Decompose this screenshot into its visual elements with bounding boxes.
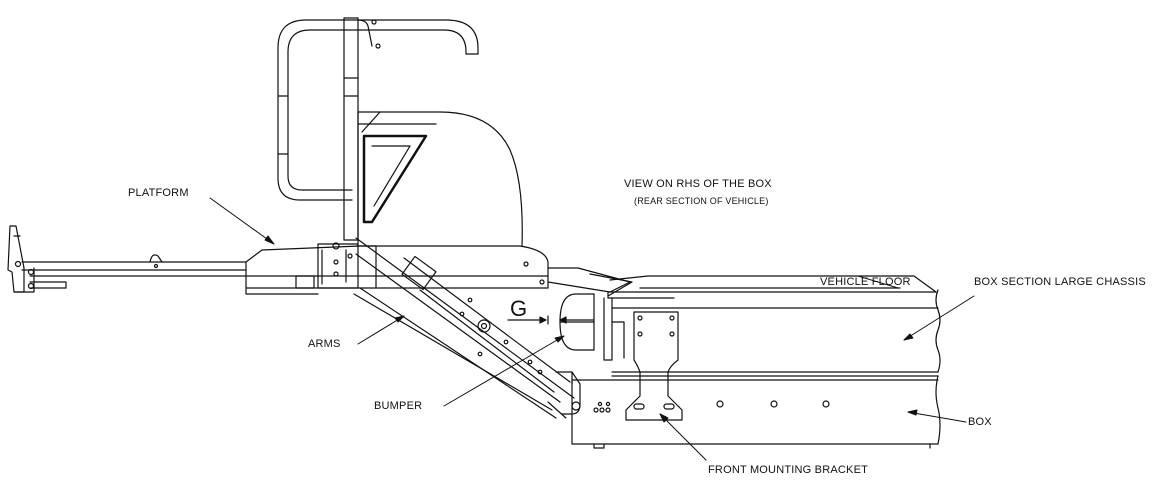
vehicle-floor (607, 275, 937, 299)
mount-plates (603, 297, 625, 361)
bumper-callout: BUMPER (374, 400, 423, 412)
arm-pivot-hook (547, 371, 581, 419)
ramp-flap (7, 225, 35, 293)
vehicle-floor-callout: VEHICLE FLOOR (820, 276, 911, 288)
arms-callout: ARMS (308, 338, 341, 350)
box (571, 375, 941, 449)
vertical-post (343, 17, 381, 241)
front-mounting-bracket (625, 311, 683, 421)
bridge-plate (547, 267, 675, 299)
grab-handle (277, 19, 479, 201)
box-section-chassis (611, 289, 941, 377)
view-title: VIEW ON RHS OF THE BOX (624, 178, 772, 190)
gap-g-marker (507, 315, 595, 325)
hood-dome (357, 111, 523, 247)
platform-body (245, 242, 549, 295)
triangle-bracket (361, 111, 428, 224)
box-section-callout: BOX SECTION LARGE CHASSIS (974, 276, 1146, 288)
platform-callout: PLATFORM (128, 187, 189, 199)
box-callout: BOX (968, 416, 992, 428)
front-mounting-bracket-callout: FRONT MOUNTING BRACKET (708, 464, 869, 476)
gap-g-label: G (510, 296, 528, 321)
platform-tray (21, 254, 247, 289)
view-subtitle: (REAR SECTION OF VEHICLE) (634, 196, 769, 206)
leader-lines (209, 197, 975, 461)
lift-arms (353, 237, 575, 419)
